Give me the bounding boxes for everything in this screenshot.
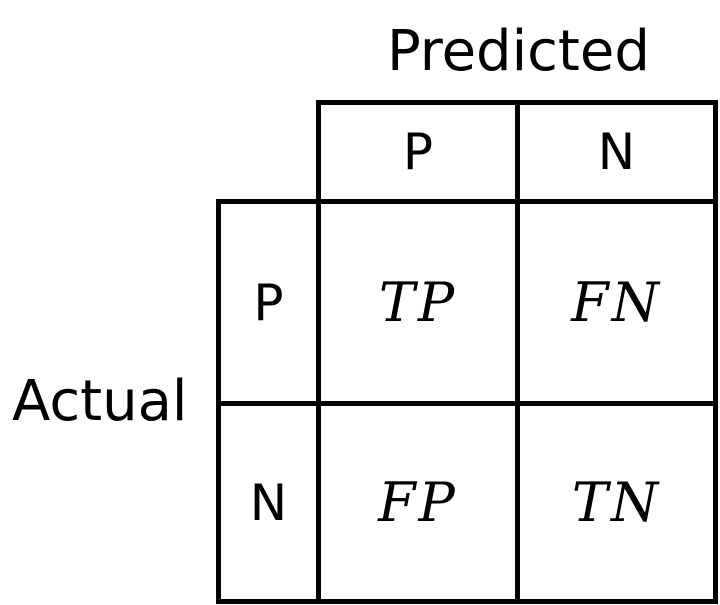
column-header-negative: N [597,123,636,181]
grid-line-right [713,100,718,604]
row-header-negative: N [249,473,288,532]
grid-line-header-bottom [216,199,718,204]
grid-line-bottom [216,599,718,604]
row-header-positive: P [253,273,284,332]
cell-false-positive: FP [378,471,458,534]
grid-line-middle [216,401,718,406]
cell-true-positive: TP [378,271,458,334]
column-header-positive: P [402,123,434,181]
actual-axis-title: Actual [12,369,188,434]
grid-line-left [216,199,221,604]
cell-false-negative: FN [571,271,662,334]
cell-true-negative: TN [571,471,662,534]
grid-line-column-divider [515,100,520,604]
grid-line-row-header-right [316,100,321,604]
predicted-axis-title: Predicted [387,19,650,84]
